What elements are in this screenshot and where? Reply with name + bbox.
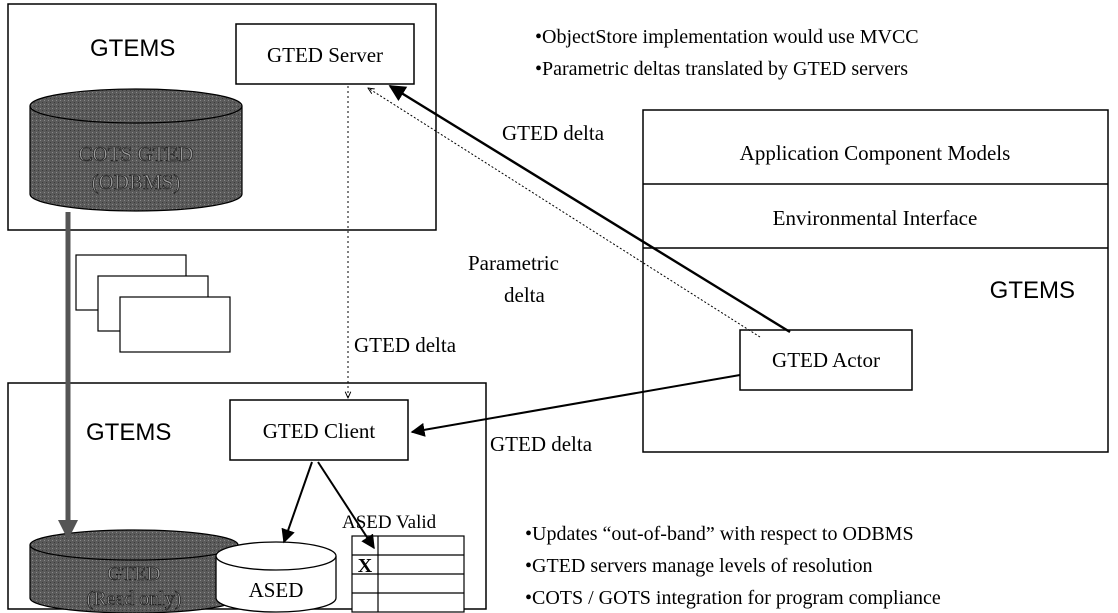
right-gtems-panel: Application Component Models Environment… [642,109,1109,453]
actor-to-server-arrow [388,84,791,334]
right-panel-title: GTEMS [990,277,1075,304]
gted-client-box [229,399,409,461]
note-bottom-3: •COTS / GOTS integration for program com… [525,587,941,609]
note-bottom-2: •GTED servers manage levels of resolutio… [525,555,872,577]
read-only-gted-database: GTED (Read only) [29,529,239,613]
gted-delta-middle-label: GTED delta [354,333,457,357]
application-component-models-label: Application Component Models [740,141,1011,165]
bottom-gtems-panel: GTEMS GTED Client GTED (Read only) ASED … [7,382,487,613]
parametric-delta-label-line2: delta [504,283,545,307]
ased-database: ASED [215,541,337,613]
top-gtems-panel: GTEMS GTED Server COTS GTED (ODBMS) [7,3,437,231]
top-panel-title: GTEMS [90,35,175,62]
gted-server-box [235,23,415,85]
notes-bottom: •Updates “out-of-band” with respect to O… [525,523,941,609]
ased-label: ASED [249,578,304,602]
ased-valid-table: X [351,535,465,613]
gted-actor-label: GTED Actor [772,348,880,372]
ased-valid-label: ASED Valid [342,512,437,533]
cots-gted-db-line1: COTS GTED [79,142,194,166]
client-to-ased-arrow [281,461,313,544]
stacked-pages [75,254,231,353]
parametric-delta-arrow [368,88,761,338]
environmental-interface-label: Environmental Interface [773,206,978,230]
note-top-2: •Parametric deltas translated by GTED se… [535,58,908,80]
parametric-delta-label-line1: Parametric [468,251,559,275]
note-bottom-1: •Updates “out-of-band” with respect to O… [525,523,914,545]
read-only-db-line1: GTED [107,563,160,585]
gted-delta-top-label: GTED delta [502,121,605,145]
ased-valid-mark: X [358,555,373,577]
note-top-1: •ObjectStore implementation would use MV… [535,26,919,48]
cots-gted-database: COTS GTED (ODBMS) [29,88,243,212]
arrows [58,84,791,550]
client-to-table-arrow [317,461,375,550]
db-replication-arrowhead [58,520,78,540]
notes-top: •ObjectStore implementation would use MV… [535,26,919,80]
right-panel-frame [642,109,1109,453]
bottom-panel-title: GTEMS [86,419,171,446]
cots-gted-db-line2: (ODBMS) [92,170,181,194]
actor-to-client-arrow [410,374,741,437]
gted-client-label: GTED Client [263,419,376,443]
gted-server-label: GTED Server [267,43,383,67]
gted-delta-bottom-label: GTED delta [490,432,593,456]
read-only-db-line2: (Read only) [87,588,182,610]
gted-actor-box [739,329,913,391]
